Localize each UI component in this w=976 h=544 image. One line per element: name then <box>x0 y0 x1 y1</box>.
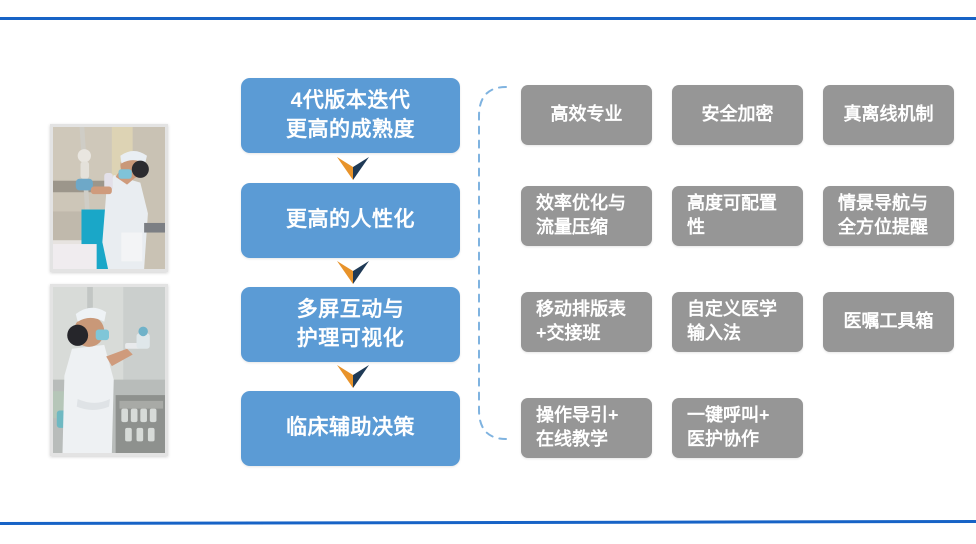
flow-step-0-text: 4代版本迭代更高的成熟度 <box>286 89 415 141</box>
photo-nurse-preparing-medication <box>50 284 168 456</box>
flow-step-0[interactable]: 4代版本迭代更高的成熟度 <box>241 78 460 153</box>
feature-box-1-2[interactable]: 情景导航与全方位提醒 <box>823 186 954 246</box>
feature-box-3-1-text: 一键呼叫+医护协作 <box>687 405 770 449</box>
feature-box-1-0-text: 效率优化与流量压缩 <box>536 193 626 237</box>
feature-box-1-1[interactable]: 高度可配置性 <box>672 186 803 246</box>
nurse-scanning-iv-bag-image <box>53 127 165 269</box>
feature-box-0-2-text: 真离线机制 <box>843 104 934 125</box>
flow-step-3[interactable]: 临床辅助决策 <box>241 391 460 466</box>
feature-box-0-2[interactable]: 真离线机制 <box>823 85 954 145</box>
feature-box-0-0-text: 高效专业 <box>550 104 623 125</box>
feature-box-0-1[interactable]: 安全加密 <box>672 85 803 145</box>
feature-box-2-0[interactable]: 移动排版表+交接班 <box>521 292 652 352</box>
chevron-down-icon <box>336 156 370 181</box>
feature-box-2-1-text: 自定义医学输入法 <box>687 299 777 343</box>
feature-box-1-0[interactable]: 效率优化与流量压缩 <box>521 186 652 246</box>
bottom-divider-rule <box>0 519 976 526</box>
feature-box-2-0-text: 移动排版表+交接班 <box>536 299 626 343</box>
top-divider-rule <box>0 17 976 20</box>
feature-box-1-1-text: 高度可配置性 <box>687 193 777 237</box>
photo-nurse-scanning-iv-bag <box>50 124 168 272</box>
flow-step-2-text: 多屏互动与护理可视化 <box>296 298 405 350</box>
flow-step-1[interactable]: 更高的人性化 <box>241 183 460 258</box>
flow-step-3-text: 临床辅助决策 <box>286 416 415 440</box>
feature-box-1-2-text: 情景导航与全方位提醒 <box>838 193 928 237</box>
feature-box-3-1[interactable]: 一键呼叫+医护协作 <box>672 398 803 458</box>
feature-box-0-1-text: 安全加密 <box>701 104 774 125</box>
nurse-preparing-medication-image <box>53 287 165 453</box>
feature-box-2-2[interactable]: 医嘱工具箱 <box>823 292 954 352</box>
flow-step-2[interactable]: 多屏互动与护理可视化 <box>241 287 460 362</box>
chevron-down-icon <box>336 260 370 285</box>
dashed-bracket-connector <box>473 84 509 442</box>
chevron-down-icon <box>336 364 370 389</box>
feature-box-3-0-text: 操作导引+在线教学 <box>536 405 619 449</box>
feature-box-0-0[interactable]: 高效专业 <box>521 85 652 145</box>
flow-step-1-text: 更高的人性化 <box>286 208 415 232</box>
feature-box-3-0[interactable]: 操作导引+在线教学 <box>521 398 652 458</box>
feature-box-2-2-text: 医嘱工具箱 <box>843 311 934 332</box>
feature-box-2-1[interactable]: 自定义医学输入法 <box>672 292 803 352</box>
